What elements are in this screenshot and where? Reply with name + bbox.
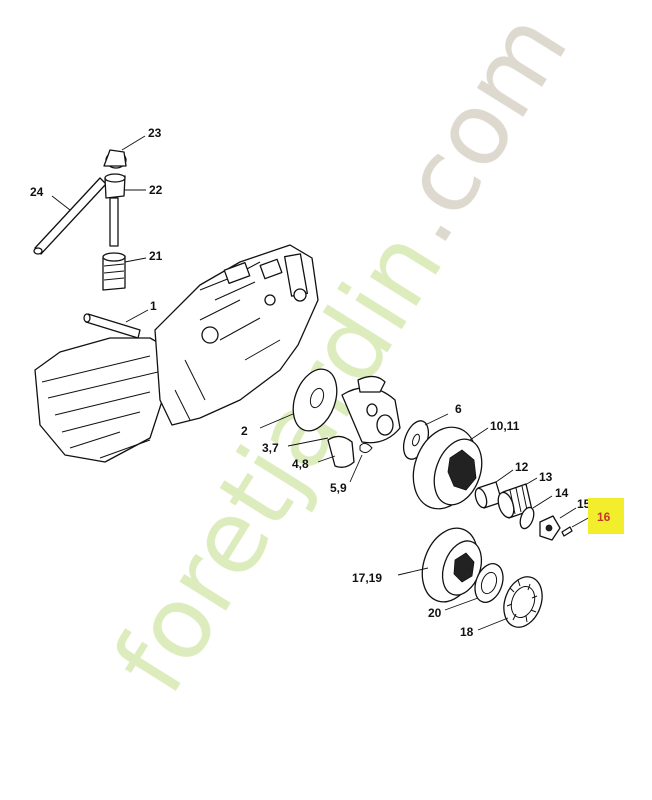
- highlight-box: [588, 498, 624, 534]
- part-10-11-clutch-drum: 10,11: [412, 419, 520, 510]
- crankcase-housing: [34, 244, 319, 463]
- label-13: 13: [539, 470, 553, 484]
- part-16-pin: 16: [561, 498, 624, 537]
- label-6: 6: [455, 402, 462, 416]
- label-23: 23: [148, 126, 162, 140]
- label-18: 18: [460, 625, 474, 639]
- oil-pickup-assembly: 23 24 22 21: [30, 126, 163, 291]
- label-21: 21: [149, 249, 163, 263]
- label-12: 12: [515, 460, 529, 474]
- part-1-pin: 1: [83, 299, 157, 339]
- label-16: 16: [597, 510, 611, 524]
- label-1: 1: [150, 299, 157, 313]
- label-15: 15: [577, 497, 591, 511]
- label-14: 14: [555, 486, 569, 500]
- part-18-rim-sprocket: 18: [460, 576, 543, 639]
- label-2: 2: [241, 424, 248, 438]
- clutch-shoes-assembly: 3,7 4,8 5,9: [262, 375, 401, 495]
- label-10-11: 10,11: [490, 419, 520, 433]
- part-2-clutch-disc: 2: [241, 368, 338, 438]
- label-4-8: 4,8: [292, 457, 309, 471]
- label-3-7: 3,7: [262, 441, 279, 455]
- part-15-e-clip: 15: [539, 497, 591, 541]
- watermark-domain-text: .com: [361, 0, 590, 263]
- part-14-washer: 14: [519, 486, 569, 530]
- label-24: 24: [30, 185, 44, 199]
- part-12-sleeve: 12: [474, 460, 529, 509]
- label-20: 20: [428, 606, 442, 620]
- part-20-rim: 20: [428, 563, 504, 620]
- label-17-19: 17,19: [352, 571, 382, 585]
- label-5-9: 5,9: [330, 481, 347, 495]
- part-17-19-sprocket-drum: 17,19: [352, 527, 483, 603]
- label-22: 22: [149, 183, 163, 197]
